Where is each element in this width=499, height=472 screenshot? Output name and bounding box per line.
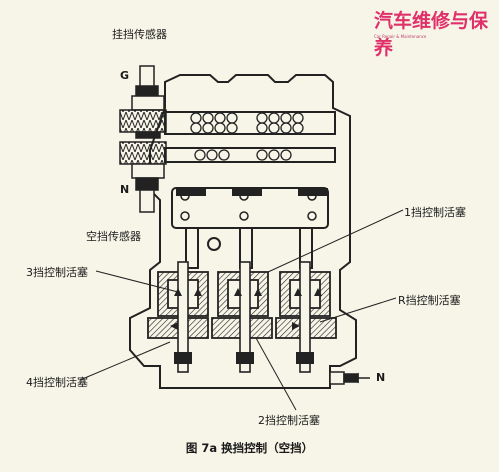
inlet-fitting [329, 371, 370, 385]
label-n-left: N [120, 183, 130, 196]
fork-bolts [180, 191, 317, 221]
label-g: G [120, 69, 130, 82]
watermark-title: 汽车维修与保养 [374, 10, 489, 59]
label-piston-r: R挡控制活塞 [398, 294, 461, 307]
label-neutral-sensor: 空挡传感器 [86, 230, 141, 243]
label-piston-1: 1挡控制活塞 [404, 206, 466, 219]
neutral-sensor [119, 141, 167, 213]
label-piston-4: 4挡控制活塞 [26, 376, 88, 389]
figure-caption: 图 7a 换挡控制（空挡） [185, 441, 314, 455]
label-piston-2: 2挡控制活塞 [258, 414, 320, 427]
piston-heads [174, 352, 314, 364]
detent-balls [190, 112, 304, 161]
label-n-right: N [376, 371, 386, 384]
gear-sensor [119, 65, 167, 139]
leader-lines [79, 209, 404, 411]
watermark-subtitle: Car Repair & Maintenance [374, 34, 427, 39]
piston-rods [177, 261, 311, 373]
label-piston-3: 3挡控制活塞 [26, 266, 88, 279]
fork-blocks [176, 188, 328, 196]
label-gear-sensor: 挂挡传感器 [112, 28, 167, 41]
